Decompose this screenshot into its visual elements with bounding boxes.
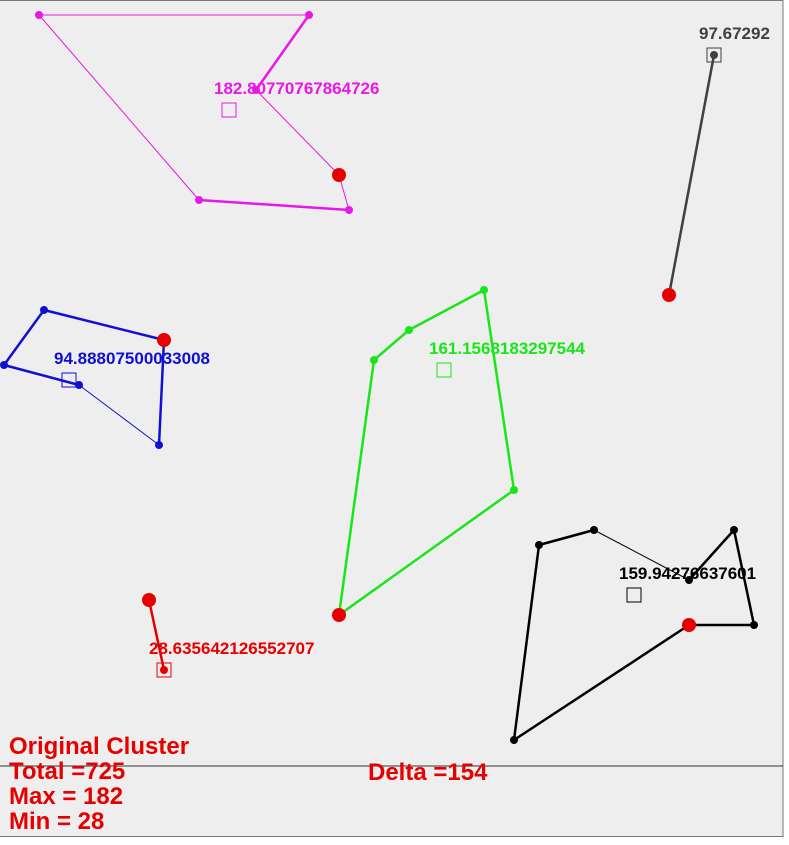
cluster-magenta-edge bbox=[255, 89, 340, 176]
stats-total: Total =725 bbox=[9, 758, 125, 785]
cluster-blue-point bbox=[75, 381, 83, 389]
cluster-green-edge bbox=[373, 329, 410, 361]
cluster-green-label: 161.1568183297544 bbox=[429, 339, 586, 358]
cluster-blue-center-marker bbox=[157, 333, 171, 347]
cluster-red-center-marker bbox=[142, 593, 156, 607]
cluster-darkgray-centroid-square bbox=[706, 47, 722, 63]
cluster-red-centroid-square bbox=[156, 662, 172, 678]
cluster-black-centroid-square bbox=[626, 587, 642, 603]
cluster-black-center-marker bbox=[682, 618, 696, 632]
cluster-darkgray-edge bbox=[667, 54, 716, 296]
cluster-green-point bbox=[510, 486, 518, 494]
cluster-magenta-edge bbox=[38, 14, 200, 201]
cluster-green-center-marker bbox=[332, 608, 346, 622]
cluster-red-point bbox=[160, 666, 168, 674]
cluster-black-point bbox=[685, 576, 693, 584]
stats-min: Min = 28 bbox=[9, 808, 104, 835]
cluster-blue-edge bbox=[78, 384, 160, 446]
cluster-black-point bbox=[590, 526, 598, 534]
cluster-magenta-label: 182.80770767864726 bbox=[214, 79, 379, 98]
stats-delta: Delta =154 bbox=[368, 759, 488, 786]
cluster-red-label: 28.635642126552707 bbox=[149, 639, 314, 658]
cluster-green-point bbox=[370, 356, 378, 364]
cluster-red-edge bbox=[147, 599, 166, 671]
cluster-black-edge bbox=[593, 529, 690, 581]
cluster-green: 161.1568183297544 bbox=[332, 286, 586, 622]
cluster-darkgray-label: 97.67292 bbox=[699, 24, 770, 43]
cluster-black-point bbox=[730, 526, 738, 534]
cluster-magenta: 182.80770767864726 bbox=[35, 11, 379, 214]
cluster-magenta-point bbox=[305, 11, 313, 19]
cluster-black-point bbox=[750, 621, 758, 629]
cluster-blue-point bbox=[0, 361, 8, 369]
cluster-green-edge bbox=[338, 488, 515, 617]
cluster-green-point bbox=[405, 326, 413, 334]
cluster-green-edge bbox=[408, 288, 485, 332]
cluster-black-edge bbox=[513, 623, 690, 742]
stats-max: Max = 182 bbox=[9, 783, 123, 810]
cluster-blue-edge bbox=[2, 309, 46, 366]
cluster-magenta-point bbox=[35, 11, 43, 19]
cluster-magenta-point bbox=[195, 196, 203, 204]
cluster-black-point bbox=[510, 736, 518, 744]
cluster-black-label: 159.94276637601 bbox=[619, 564, 756, 583]
cluster-black-edge bbox=[538, 528, 595, 547]
cluster-green-edge bbox=[482, 289, 516, 491]
cluster-black-point bbox=[535, 541, 543, 549]
cluster-darkgray: 97.67292 bbox=[662, 24, 770, 302]
cluster-green-edge bbox=[337, 359, 376, 616]
cluster-black-edge bbox=[512, 544, 541, 741]
clusters-layer: 182.80770767864726 97.67292 94.88807500033… bbox=[0, 11, 770, 744]
cluster-blue-label: 94.88807500033008 bbox=[54, 349, 210, 368]
cluster-black-edge bbox=[688, 529, 735, 581]
cluster-magenta-point bbox=[345, 206, 353, 214]
cluster-blue-edge bbox=[43, 308, 165, 342]
stats-panel: Original Cluster Total =725 Max = 182 Mi… bbox=[9, 733, 488, 835]
cluster-blue-point bbox=[40, 306, 48, 314]
stats-heading: Original Cluster bbox=[9, 733, 189, 760]
cluster-blue: 94.88807500033008 bbox=[0, 306, 210, 449]
cluster-blue-edge bbox=[157, 339, 166, 446]
cluster-darkgray-point bbox=[710, 51, 718, 59]
cluster-red: 28.635642126552707 bbox=[142, 593, 314, 678]
cluster-green-point bbox=[480, 286, 488, 294]
cluster-black-edge bbox=[732, 529, 756, 626]
cluster-green-centroid-square bbox=[436, 362, 452, 378]
cluster-blue-edge bbox=[3, 363, 80, 387]
cluster-black: 159.94276637601 bbox=[510, 526, 758, 744]
cluster-magenta-edge bbox=[198, 198, 350, 212]
cluster-magenta-point bbox=[252, 86, 260, 94]
cluster-darkgray-center-marker bbox=[662, 288, 676, 302]
cluster-magenta-centroid-square bbox=[221, 102, 237, 118]
cluster-magenta-center-marker bbox=[332, 168, 346, 182]
cluster-blue-centroid-square bbox=[61, 372, 77, 388]
cluster-blue-point bbox=[155, 441, 163, 449]
cluster-magenta-edge bbox=[254, 14, 311, 91]
